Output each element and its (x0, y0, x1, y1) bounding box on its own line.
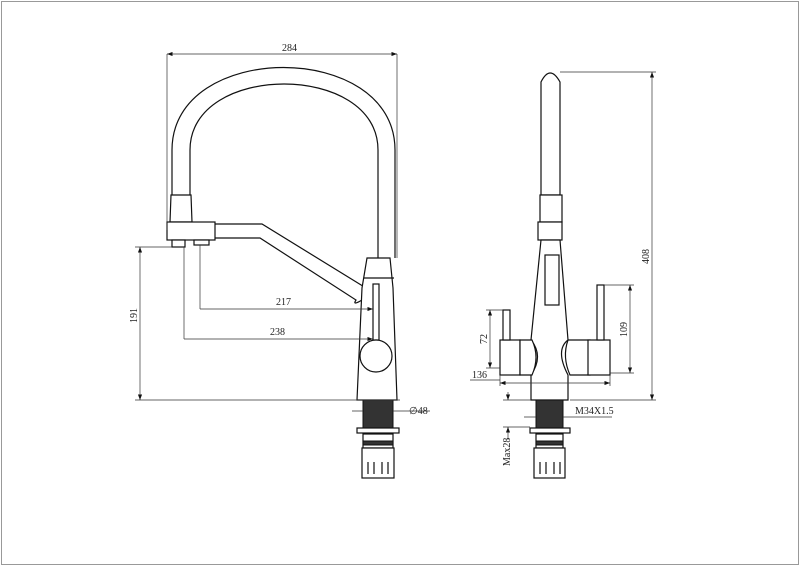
dim-label-217: 217 (276, 297, 291, 308)
spray-head-collar (169, 194, 193, 223)
dim-label-284: 284 (282, 43, 297, 54)
lever-ball (359, 339, 393, 373)
dim-label-109: 109 (619, 322, 630, 337)
mounting-thread (362, 399, 394, 429)
nut-band (362, 440, 394, 446)
hose-connector (361, 447, 395, 479)
side-nut-band (535, 440, 564, 446)
front-view: 284 191 217 238 ∅48 (129, 43, 430, 479)
lever (372, 283, 380, 341)
dim-label-238: 238 (270, 327, 285, 338)
left-handle-block (499, 339, 521, 376)
right-handle-block (587, 339, 611, 376)
side-mounting-thread (535, 399, 564, 429)
dim-label-max28: Max28 (502, 438, 513, 466)
side-connector-knurl (539, 462, 561, 474)
spout-arc-outer (171, 66, 396, 258)
extension-lines-reach (183, 245, 201, 339)
left-handle-cylinder (519, 339, 537, 376)
right-lever (596, 284, 605, 341)
side-spout-tube (540, 72, 561, 196)
dim-label-408: 408 (641, 249, 652, 264)
side-spray-collar (539, 194, 563, 223)
extension-lines-max28 (503, 399, 531, 428)
side-washer (529, 427, 571, 434)
spout-arm (215, 223, 367, 304)
extension-lines-284 (166, 54, 398, 258)
side-view: 408 72 109 136 M34X1.5 Max28 (470, 71, 656, 479)
spout-arc-inner (189, 83, 379, 258)
dim-label-48: ∅48 (409, 406, 428, 417)
washer (356, 427, 400, 434)
side-body (530, 239, 569, 401)
side-spray-ring (537, 221, 563, 241)
extension-lines-408 (560, 71, 656, 401)
nozzle-left (171, 239, 186, 248)
left-lever (502, 309, 511, 341)
dim-label-136: 136 (472, 370, 487, 381)
dim-label-191: 191 (129, 308, 140, 323)
dim-label-m34: M34X1.5 (575, 406, 614, 417)
nozzle-right (193, 239, 210, 246)
side-body-slot (544, 254, 560, 306)
dim-label-72: 72 (479, 334, 490, 344)
spray-head (166, 221, 216, 241)
right-handle-cylinder (564, 339, 591, 376)
connector-knurl (367, 462, 389, 474)
